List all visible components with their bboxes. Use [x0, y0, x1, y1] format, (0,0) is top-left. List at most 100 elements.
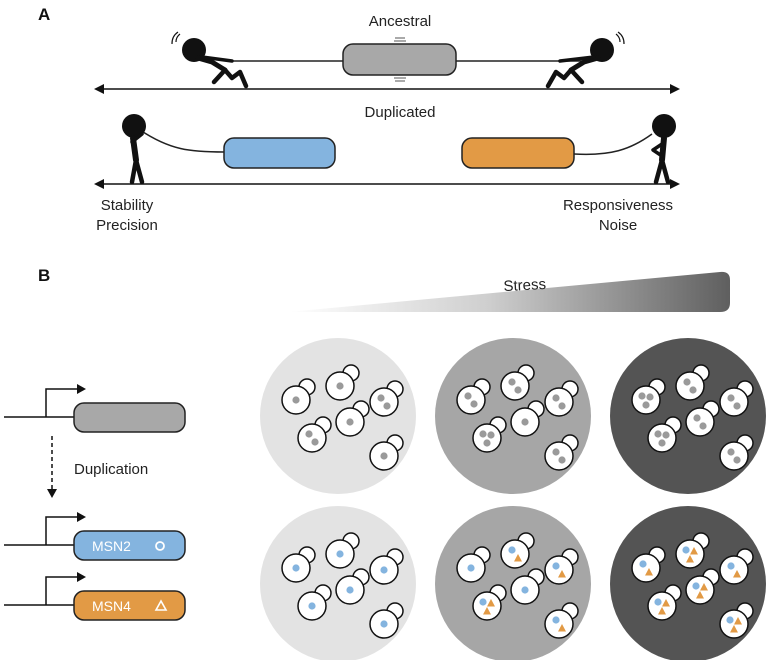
left-standing-figure: [122, 114, 146, 185]
panel-a-label: A: [38, 5, 50, 24]
yeast-cell: [544, 387, 574, 417]
msn4-protein: [514, 554, 522, 562]
nucleus-gray: [470, 400, 478, 408]
panel-b-label: B: [38, 266, 50, 285]
nucleus-gray: [311, 438, 319, 446]
stress-label: Stress: [503, 276, 546, 295]
nucleus-gray: [346, 418, 354, 426]
nucleus-gray: [654, 430, 662, 438]
yeast-cell: [631, 385, 661, 415]
yeast-cell: [719, 441, 749, 471]
dish-ancestral-high-stress: [610, 338, 766, 494]
nucleus-gray: [552, 394, 560, 402]
msn4-protein: [483, 607, 491, 615]
yeast-cell: [472, 423, 502, 453]
msn4-protein: [690, 547, 698, 555]
nucleus-gray: [558, 456, 566, 464]
msn2-protein: [692, 582, 700, 590]
yeast-cell: [472, 591, 502, 621]
dish-duplicated-low-stress: [260, 506, 416, 660]
right-standing-figure: [651, 114, 676, 185]
msn2-protein: [552, 562, 560, 570]
yeast-cell: [500, 539, 530, 569]
msn4-protein: [558, 624, 566, 632]
msn4-gene-box-top: [461, 137, 575, 169]
msn2-protein: [380, 566, 388, 574]
msn4-triangle-symbol: [154, 599, 168, 611]
msn2-protein: [639, 560, 647, 568]
ancestral-promoter: [4, 384, 86, 418]
nucleus-gray: [642, 401, 650, 409]
nucleus-gray: [383, 402, 391, 410]
nucleus-gray: [662, 431, 670, 439]
yeast-cell: [544, 555, 574, 585]
nucleus-gray: [693, 414, 701, 422]
nucleus-gray: [733, 456, 741, 464]
msn2-protein: [346, 586, 354, 594]
msn4-protein: [487, 599, 495, 607]
trait-stability: Stability: [101, 197, 154, 214]
msn2-protein: [479, 598, 487, 606]
yeast-cell: [647, 591, 677, 621]
msn4-protein: [662, 599, 670, 607]
duplicated-label: Duplicated: [365, 104, 436, 121]
nucleus-gray: [380, 452, 388, 460]
msn4-protein: [558, 570, 566, 578]
yeast-cell: [297, 423, 327, 453]
yeast-cell: [719, 387, 749, 417]
left-pulling-figure: [171, 31, 249, 89]
nucleus-gray: [514, 386, 522, 394]
msn2-circle-symbol: [155, 541, 165, 551]
yeast-cell: [685, 575, 715, 605]
cell-populations: [260, 338, 766, 660]
nucleus-gray: [521, 418, 529, 426]
nucleus-gray: [689, 386, 697, 394]
msn4-protein: [696, 591, 704, 599]
msn2-protein: [682, 546, 690, 554]
dish-ancestral-mid-stress: [435, 338, 591, 494]
yeast-cell: [675, 371, 705, 401]
trait-noise: Noise: [599, 217, 637, 234]
msn2-protein: [508, 546, 516, 554]
msn4-protein: [658, 607, 666, 615]
stress-gradient-wedge: [288, 271, 730, 312]
msn4-protein: [700, 583, 708, 591]
dish-ancestral-low-stress: [260, 338, 416, 494]
nucleus-gray: [683, 378, 691, 386]
ancestral-gene-b: [73, 402, 186, 433]
yeast-cell: [719, 609, 749, 639]
msn2-protein: [308, 602, 316, 610]
dish-duplicated-mid-stress: [435, 506, 591, 660]
trait-precision: Precision: [96, 217, 158, 234]
ancestral-label: Ancestral: [369, 13, 432, 30]
msn2-promoter: [4, 512, 86, 546]
nucleus-gray: [305, 430, 313, 438]
duplication-label: Duplication: [74, 461, 148, 478]
left-rope: [139, 129, 225, 153]
yeast-cell: [544, 441, 574, 471]
nucleus-gray: [483, 439, 491, 447]
dish-duplicated-high-stress: [610, 506, 766, 660]
nucleus-gray: [479, 430, 487, 438]
nucleus-gray: [487, 431, 495, 439]
msn2-protein: [654, 598, 662, 606]
nucleus-gray: [464, 392, 472, 400]
msn4-protein: [734, 617, 742, 625]
trait-responsiveness: Responsiveness: [563, 197, 673, 214]
yeast-cell: [456, 385, 486, 415]
nucleus-gray: [638, 392, 646, 400]
msn4-gene-box: [73, 590, 186, 621]
tension-marks: [394, 37, 406, 82]
yeast-cell: [369, 387, 399, 417]
yeast-cell: [500, 371, 530, 401]
nucleus-gray: [733, 402, 741, 410]
msn2-protein: [521, 586, 529, 594]
msn4-protein: [733, 570, 741, 578]
yeast-cell: [719, 555, 749, 585]
nucleus-gray: [508, 378, 516, 386]
nucleus-gray: [646, 393, 654, 401]
msn4-protein: [645, 568, 653, 576]
nucleus-gray: [552, 448, 560, 456]
msn2-gene-box-top: [223, 137, 336, 169]
